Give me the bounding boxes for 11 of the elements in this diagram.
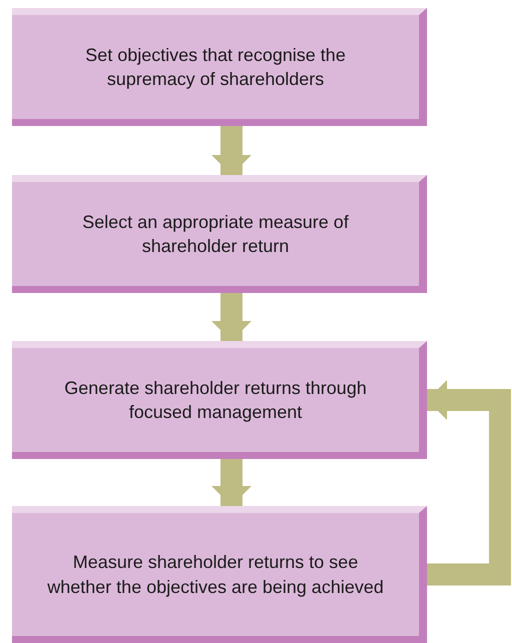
step-text: Measure shareholder returns to see whether the objectives are being achieved <box>46 551 385 599</box>
step-text: Generate shareholder returns through focused management <box>63 376 368 424</box>
step-text: Set objectives that recognise the supremacy of shareholders <box>84 44 347 91</box>
process-box <box>12 506 427 643</box>
arrow <box>212 459 252 506</box>
arrow <box>212 293 252 341</box>
process-box <box>12 175 427 293</box>
process-box <box>12 341 427 459</box>
step-text: Select an appropriate measure of shareholder return <box>81 210 350 258</box>
arrow <box>212 126 252 175</box>
process-box <box>12 8 427 126</box>
